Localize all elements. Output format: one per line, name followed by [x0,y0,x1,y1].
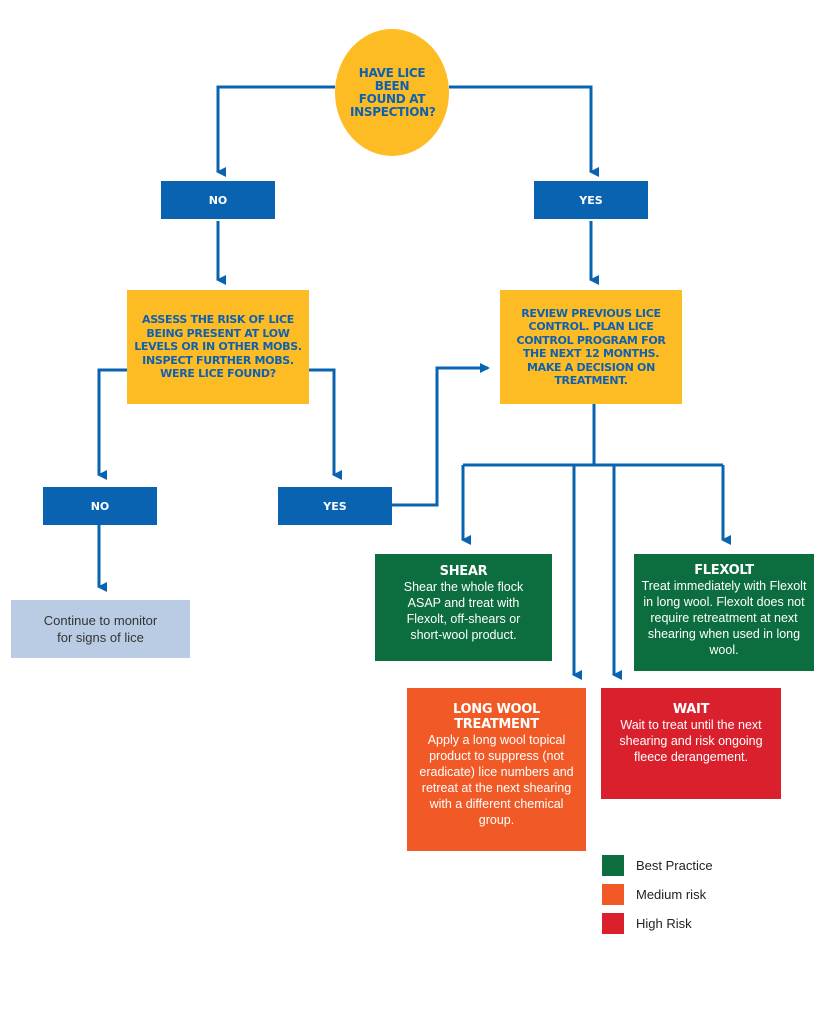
legend-swatch-best-practice [602,855,624,876]
shear-text: Shear the whole flock ASAP and treat wit… [403,580,524,642]
flexolt-title: FLEXOLT [694,563,754,578]
legend-swatch-high-risk [602,913,624,934]
legend-item-high-risk: High Risk [602,913,692,934]
legend-item-medium-risk: Medium risk [602,884,706,905]
wait-text: Wait to treat until the next shearing an… [619,718,763,764]
review-control-text: REVIEW PREVIOUS LICE CONTROL. PLAN LICE … [516,306,666,388]
wait-option: WAIT Wait to treat until the next sheari… [601,688,781,799]
legend-label-best-practice: Best Practice [636,858,713,873]
shear-title: SHEAR [439,564,488,579]
legend-swatch-medium-risk [602,884,624,905]
assess-risk-text: ASSESS THE RISK OF LICE BEING PRESENT AT… [134,313,302,381]
answer-yes-top-label: YES [579,193,603,207]
flexolt-text: Treat immediately with Flexolt in long w… [641,579,807,657]
shear-option: SHEAR Shear the whole flock ASAP and tre… [375,554,552,661]
flexolt-option: FLEXOLT Treat immediately with Flexolt i… [634,554,814,671]
connector-assess-to-yes [309,368,342,480]
monitor-text: Continue to monitor for signs of lice [43,613,158,645]
start-question-text: HAVE LICE BEEN FOUND AT INSPECTION? [350,65,436,119]
answer-no-lower-label: NO [90,499,110,513]
answer-yes-lower-label: YES [323,499,347,513]
start-decision: HAVE LICE BEEN FOUND AT INSPECTION? [335,29,449,156]
legend-label-high-risk: High Risk [636,916,692,931]
wait-title: WAIT [672,702,710,717]
legend-label-medium-risk: Medium risk [636,887,707,902]
connector-yes-to-review-loop [390,363,490,507]
answer-no-top: NO [161,181,275,219]
answer-no-lower: NO [43,487,157,525]
answer-yes-lower: YES [278,487,392,525]
review-control-box: REVIEW PREVIOUS LICE CONTROL. PLAN LICE … [500,290,682,404]
connector-start-to-yes [449,85,599,177]
long-wool-text: Apply a long wool topical product to sup… [419,733,574,827]
answer-yes-top: YES [534,181,648,219]
legend-item-best-practice: Best Practice [602,855,713,876]
long-wool-option: LONG WOOL TREATMENT Apply a long wool to… [407,688,586,851]
connector-assess-to-no [97,368,127,480]
long-wool-title: LONG WOOL TREATMENT [453,702,540,732]
connector-start-to-no [216,85,335,177]
answer-no-top-label: NO [208,193,228,207]
monitor-box: Continue to monitor for signs of lice [11,600,190,658]
assess-risk-box: ASSESS THE RISK OF LICE BEING PRESENT AT… [127,290,309,404]
